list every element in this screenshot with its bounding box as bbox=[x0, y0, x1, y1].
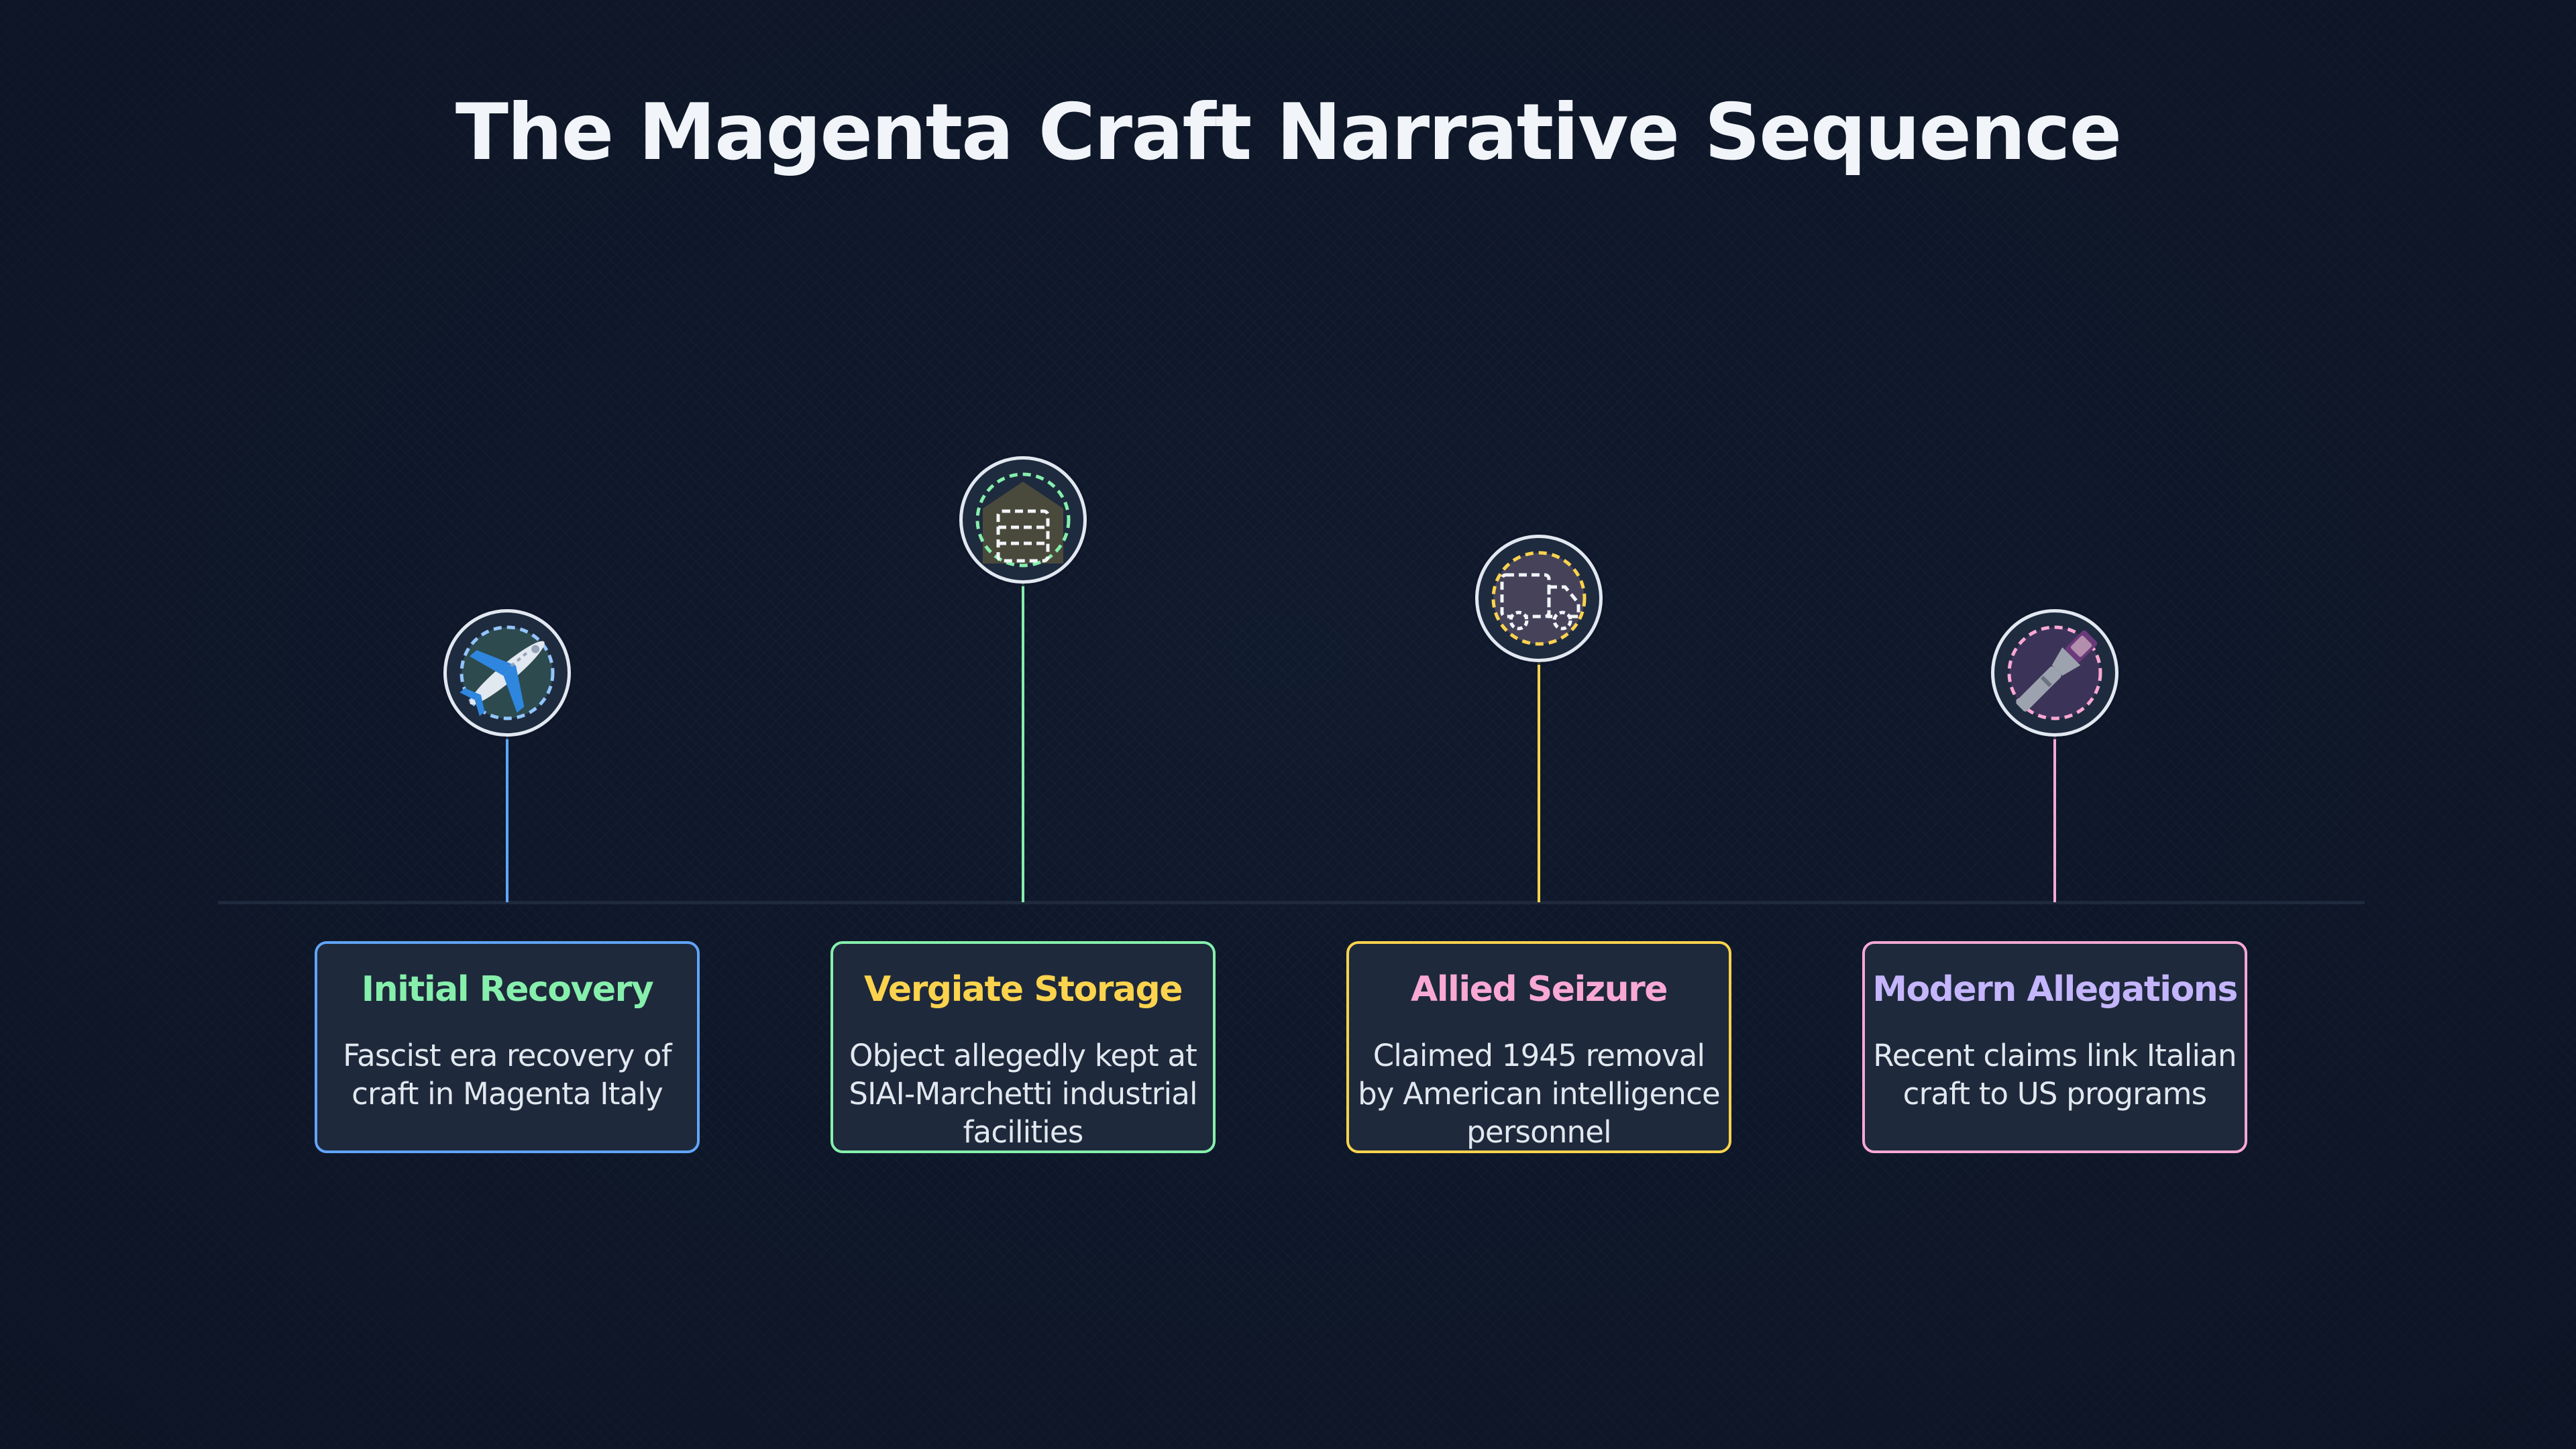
flashlight-icon bbox=[2002, 621, 2107, 725]
event-description: Fascist era recovery of craft in Magenta… bbox=[343, 1038, 672, 1112]
event-title: Initial Recovery bbox=[361, 969, 654, 1010]
event-node-allied-seizure[interactable] bbox=[1475, 535, 1603, 662]
event-description: Object allegedly kept at SIAI-Marchetti … bbox=[849, 1038, 1197, 1150]
timeline-axis bbox=[218, 901, 2365, 904]
airplane-icon bbox=[455, 621, 559, 725]
timeline-stem bbox=[1538, 661, 1540, 902]
event-description: Recent claims link Italian craft to US p… bbox=[1873, 1038, 2237, 1112]
event-card-vergiate-storage[interactable]: Vergiate Storage Object allegedly kept a… bbox=[830, 941, 1216, 1153]
event-title: Allied Seizure bbox=[1410, 969, 1668, 1010]
event-card-allied-seizure[interactable]: Allied Seizure Claimed 1945 removal by A… bbox=[1346, 941, 1731, 1153]
event-card-modern-allegations[interactable]: Modern Allegations Recent claims link It… bbox=[1862, 941, 2247, 1153]
event-title: Vergiate Storage bbox=[864, 969, 1183, 1010]
warehouse-icon bbox=[971, 468, 1075, 572]
timeline-stem bbox=[2053, 735, 2056, 902]
event-node-vergiate-storage[interactable] bbox=[959, 456, 1087, 584]
event-description: Claimed 1945 removal by American intelli… bbox=[1358, 1038, 1721, 1150]
timeline-stem bbox=[506, 731, 508, 902]
event-title: Modern Allegations bbox=[1872, 969, 2238, 1010]
event-node-modern-allegations[interactable] bbox=[1991, 609, 2118, 737]
truck-icon bbox=[1487, 546, 1591, 651]
event-node-initial-recovery[interactable] bbox=[443, 609, 571, 737]
event-card-initial-recovery[interactable]: Initial Recovery Fascist era recovery of… bbox=[315, 941, 700, 1153]
timeline-stem bbox=[1022, 582, 1024, 902]
page-title: The Magenta Craft Narrative Sequence bbox=[455, 87, 2122, 178]
